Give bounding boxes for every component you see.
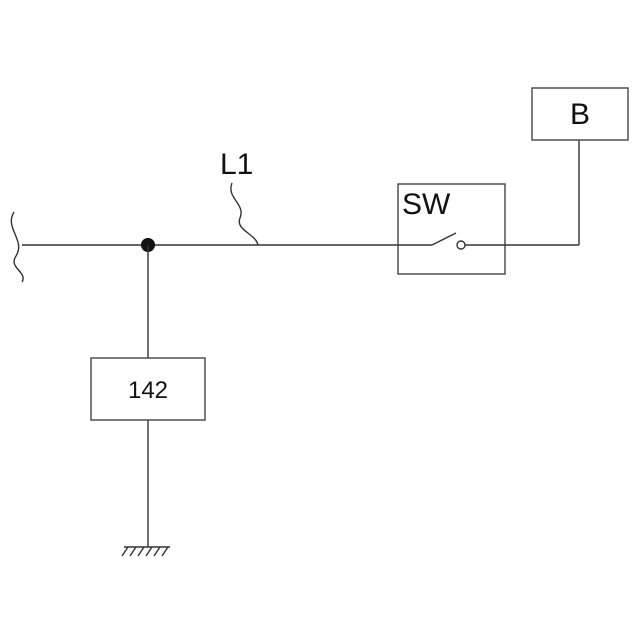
line-break-mark bbox=[11, 212, 23, 282]
ground-icon bbox=[122, 547, 170, 556]
l1-leader-line bbox=[231, 183, 258, 245]
battery-label: B bbox=[570, 98, 590, 131]
l1-label: L1 bbox=[220, 148, 253, 181]
switch-label: SW bbox=[402, 188, 451, 221]
component-142-label: 142 bbox=[128, 377, 168, 404]
